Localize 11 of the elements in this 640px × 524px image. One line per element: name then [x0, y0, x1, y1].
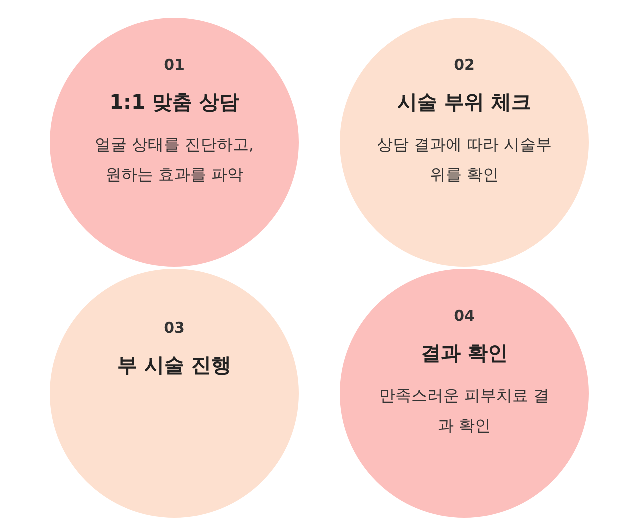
step-number: 03	[164, 319, 185, 337]
step-description: 상담 결과에 따라 시술부위를 확인	[376, 134, 554, 186]
step-title: 부 시술 진행	[118, 352, 232, 379]
step-title: 결과 확인	[421, 340, 508, 367]
step-description: 얼굴 상태를 진단하고, 원하는 효과를 파악	[94, 134, 256, 186]
step-number: 04	[454, 307, 475, 325]
step-title: 시술 부위 체크	[398, 89, 532, 116]
step-number: 02	[454, 56, 475, 74]
step-description: 만족스러운 피부치료 결과 확인	[378, 385, 551, 437]
step-number: 01	[164, 56, 185, 74]
step-title: 1:1 맞춤 상담	[110, 89, 240, 116]
